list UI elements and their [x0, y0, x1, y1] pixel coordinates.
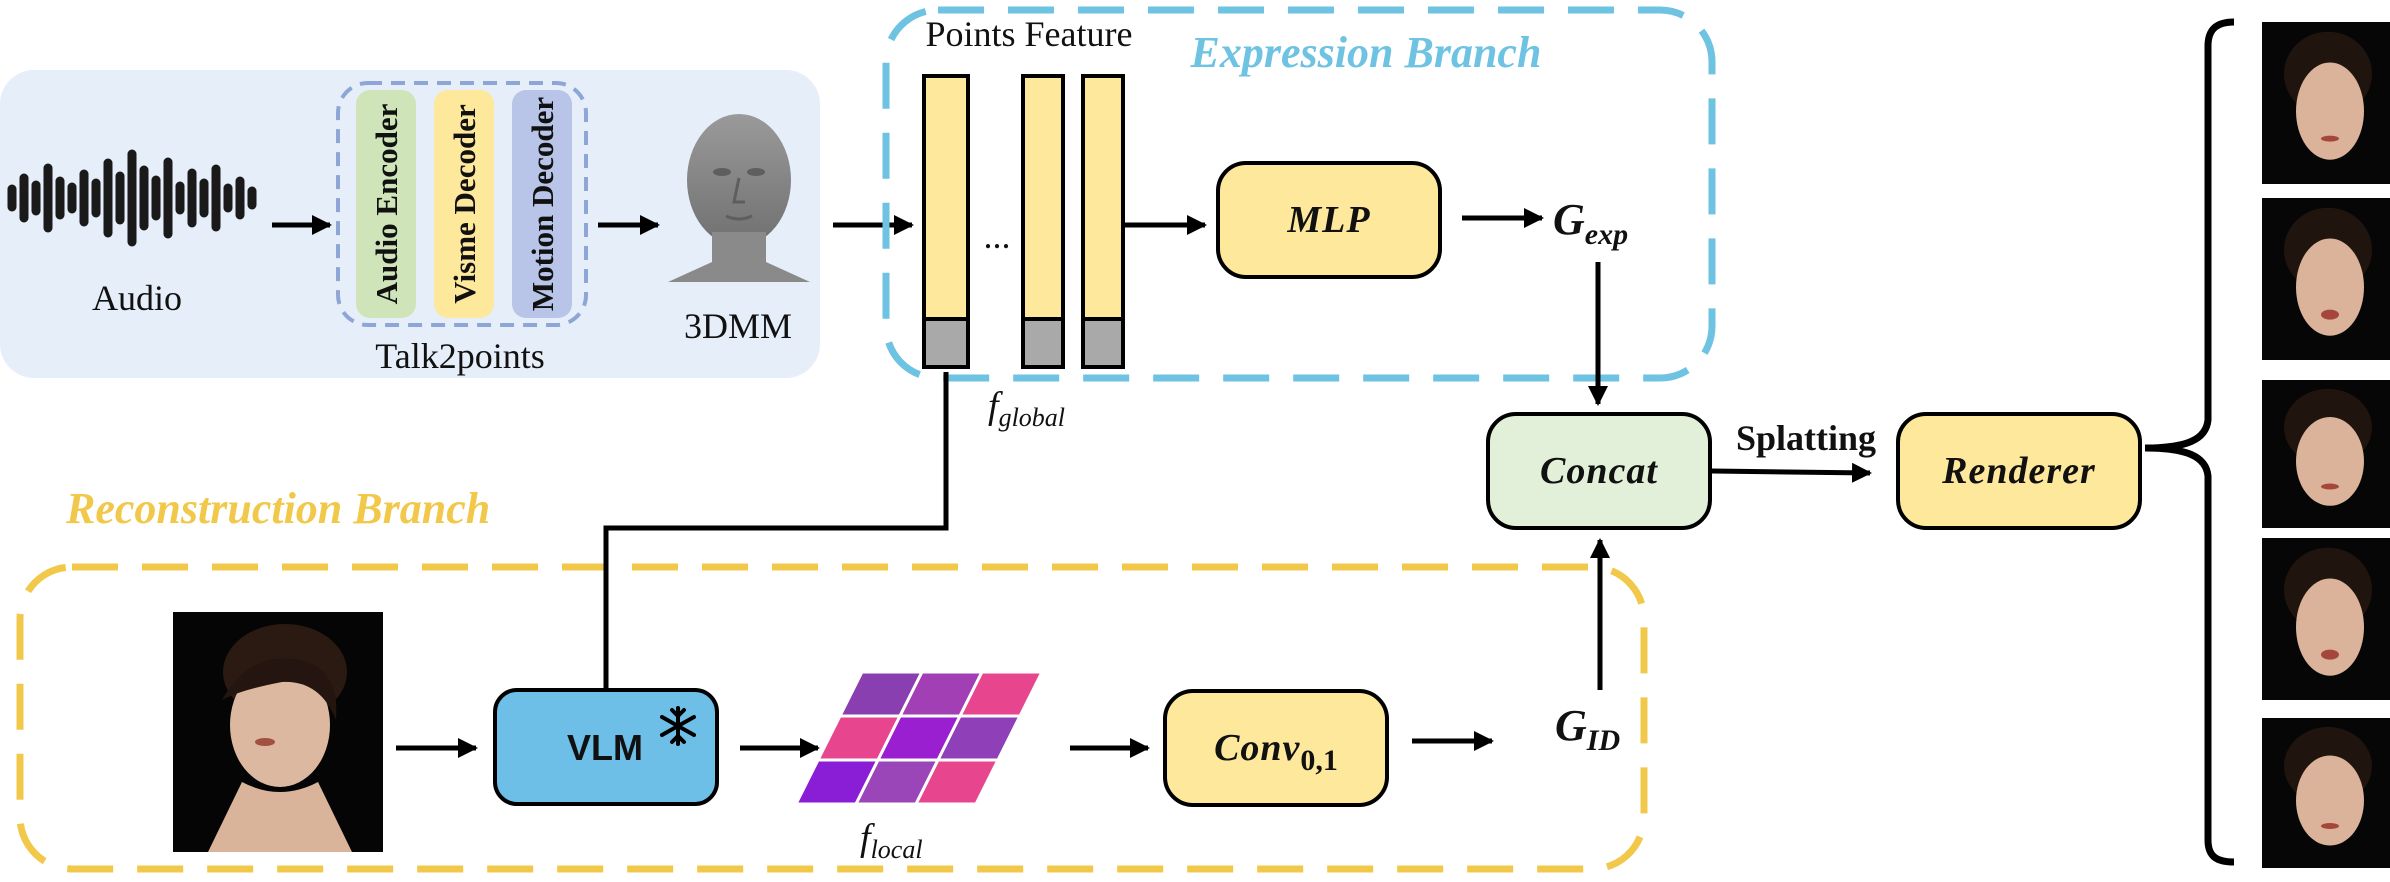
motion-decoder-label: Motion Decoder — [525, 97, 560, 312]
audio-waveform-icon — [7, 149, 257, 247]
output-portrait-image — [2262, 538, 2390, 700]
g-exp-label: Gexp — [1553, 195, 1628, 251]
conv-box — [1163, 689, 1389, 807]
output-brace — [2144, 18, 2235, 866]
output-portrait-image — [2262, 380, 2390, 528]
3dmm-label: 3DMM — [684, 306, 792, 346]
f-local-label: flocal — [860, 817, 923, 864]
reconstruction-branch-frame — [16, 563, 1648, 873]
output-portrait-image — [2262, 198, 2390, 360]
points-feature-column-3 — [1081, 74, 1125, 369]
f-global-label: fglobal — [988, 385, 1065, 432]
output-frames — [2262, 22, 2390, 868]
f-local-cell — [913, 758, 1001, 806]
f-local-feature-grid — [793, 670, 1045, 806]
visme-decoder-block — [434, 90, 494, 318]
renderer-box — [1896, 412, 2142, 530]
g-id-label: GID — [1555, 701, 1620, 757]
expression-branch-title: Expression Branch — [1190, 28, 1542, 77]
snowflake-icon — [660, 706, 696, 746]
conv-label: Conv0,1 — [1214, 727, 1338, 777]
output-portrait-image — [2262, 718, 2390, 868]
points-feature-column-2 — [1021, 74, 1065, 369]
vlm-to-fglobal-line — [603, 372, 949, 690]
expression-branch-frame — [882, 6, 1716, 382]
output-portrait-image — [2262, 22, 2390, 184]
reconstruction-branch-title: Reconstruction Branch — [65, 484, 490, 533]
visme-decoder-label: Visme Decoder — [447, 104, 482, 304]
3dmm-head-icon — [668, 114, 810, 282]
ellipsis-label: ... — [984, 216, 1011, 256]
vlm-label: VLM — [567, 727, 643, 768]
audio-encoder-label: Audio Encoder — [369, 103, 404, 304]
points-feature-column-1 — [922, 74, 970, 369]
talk2points-frame — [336, 81, 588, 327]
mlp-box — [1216, 161, 1442, 279]
motion-decoder-block — [512, 90, 572, 318]
input-portrait-image — [173, 612, 383, 852]
points-feature-label: Points Feature — [926, 14, 1133, 54]
concat-to-renderer-arrow — [1711, 462, 1872, 483]
concat-box — [1486, 412, 1712, 530]
concat-label: Concat — [1540, 450, 1658, 492]
audio-label: Audio — [92, 278, 182, 318]
audio-encoder-block — [356, 90, 416, 318]
splatting-label: Splatting — [1736, 418, 1876, 458]
talk2points-label: Talk2points — [375, 336, 544, 376]
renderer-label: Renderer — [1941, 450, 2096, 492]
mlp-label: MLP — [1286, 199, 1370, 241]
